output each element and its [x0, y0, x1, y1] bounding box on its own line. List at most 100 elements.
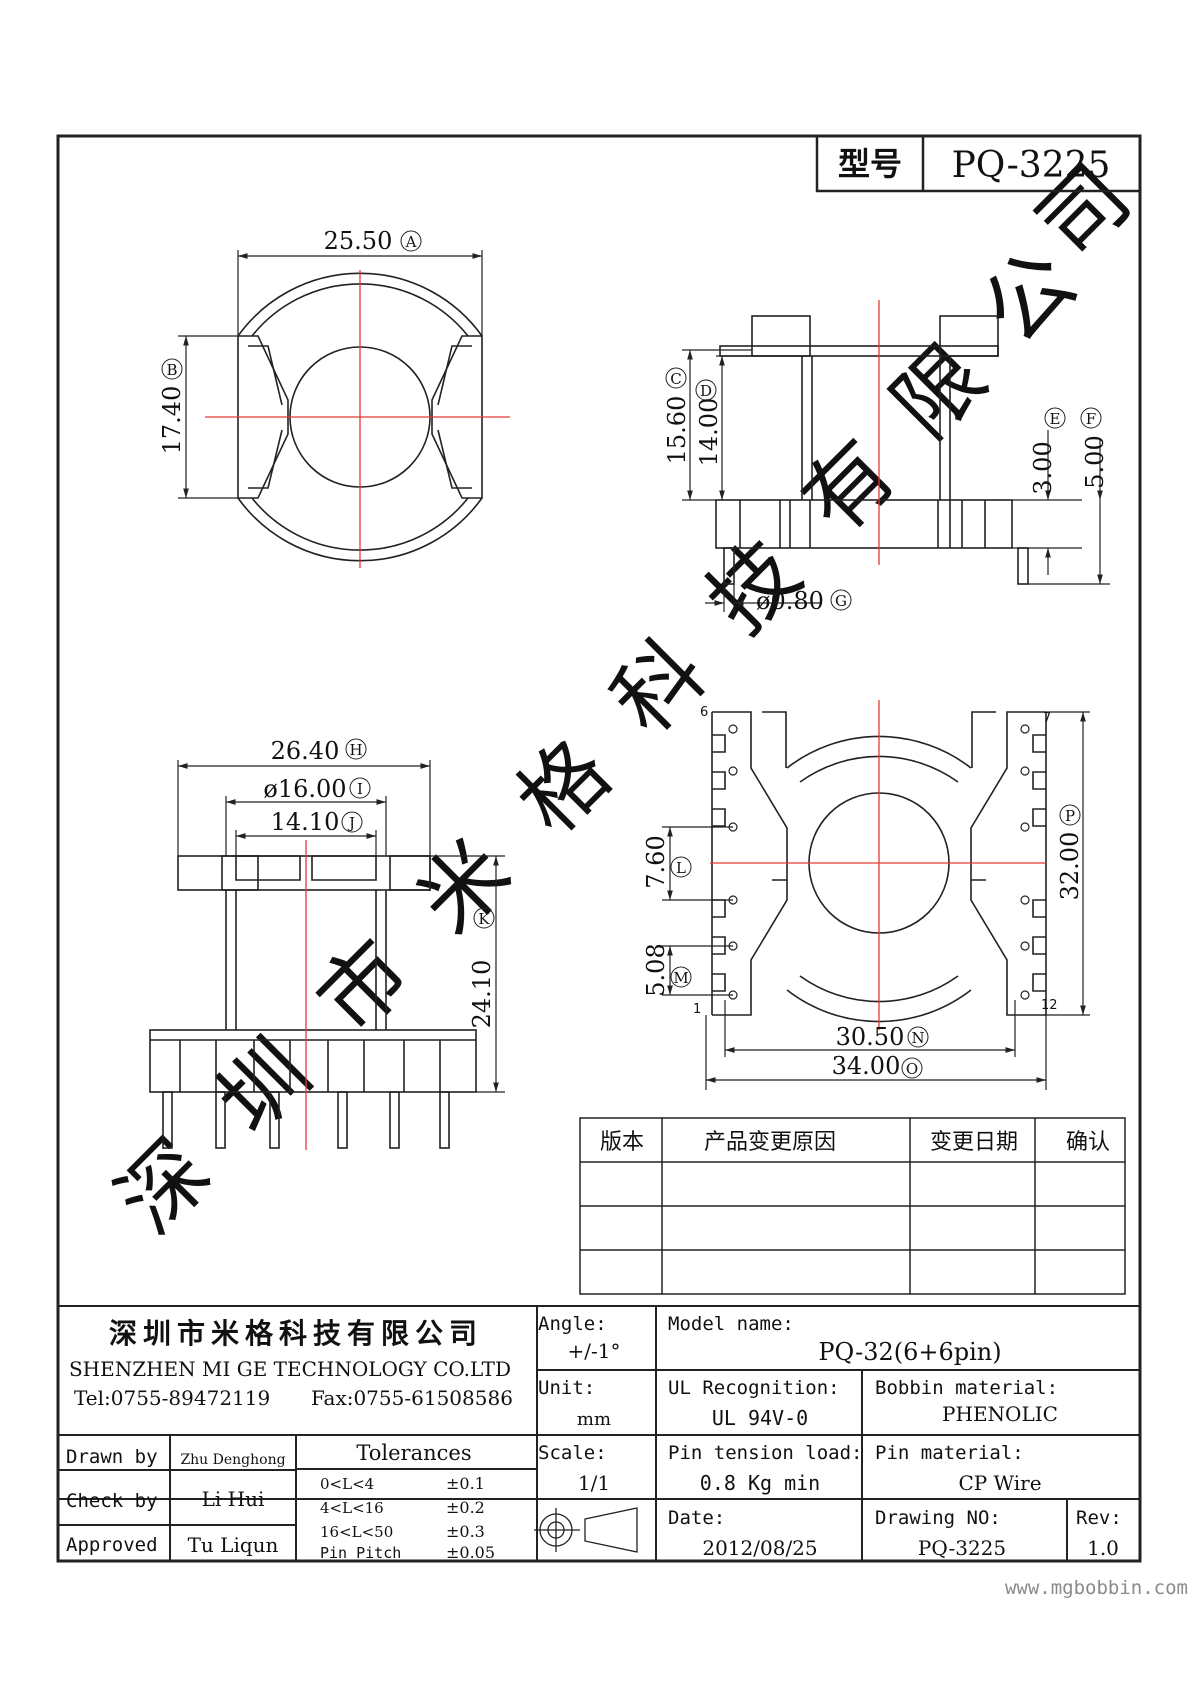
bobbin-material-label: Bobbin material:	[875, 1377, 1058, 1399]
model-name-value: PQ-32(6+6pin)	[818, 1338, 1001, 1366]
dim-N-value: 30.50	[836, 1023, 905, 1051]
watermark-char: 有	[784, 421, 916, 553]
view-front-top	[205, 270, 510, 568]
dim-B-label: B	[161, 358, 183, 380]
dim-M-label: M	[670, 966, 692, 988]
dimension-A	[237, 250, 483, 336]
dimension-K	[430, 855, 505, 1093]
svg-text:J: J	[347, 814, 355, 832]
approved-value: Tu Liqun	[188, 1533, 279, 1557]
svg-text:B: B	[166, 361, 177, 379]
revision-header-confirm: 确认	[1066, 1130, 1110, 1155]
tolerance-value: ±0.1	[446, 1474, 485, 1493]
dimension-N	[724, 1000, 1016, 1057]
revision-header-date: 变更日期	[930, 1130, 1018, 1155]
revision-header-reason: 产品变更原因	[704, 1130, 836, 1155]
pin-number-12: 12	[1041, 998, 1058, 1013]
dimension-J	[235, 830, 377, 856]
unit-label: Unit:	[538, 1377, 595, 1399]
angle-label: Angle:	[538, 1313, 607, 1335]
dim-F-value: 5.00	[1081, 435, 1109, 488]
svg-text:P: P	[1065, 807, 1075, 825]
svg-text:C: C	[670, 370, 681, 388]
svg-text:K: K	[478, 910, 490, 928]
dim-B-value: 17.40	[158, 386, 186, 455]
model-label: 型号	[838, 145, 902, 183]
pin-tension-value: 0.8 Kg min	[700, 1471, 820, 1495]
company-name-cn: 深圳市米格科技有限公司	[109, 1317, 483, 1350]
dimension-C	[682, 349, 752, 501]
ul-value: UL 94V-0	[712, 1406, 808, 1430]
dim-J-label: J	[341, 811, 363, 833]
svg-text:N: N	[911, 1029, 924, 1047]
watermark-char: 米	[399, 821, 531, 953]
model-name-label: Model name:	[668, 1313, 794, 1335]
svg-text:A: A	[405, 233, 417, 251]
tolerance-range: 16<L<50	[320, 1523, 393, 1541]
dim-D-value: 14.00	[695, 398, 723, 467]
watermark: 深 圳 市 米 格 科 技 有 限 公 司	[99, 146, 1151, 1253]
rev-label: Rev:	[1076, 1507, 1122, 1529]
watermark-char: 市	[299, 921, 431, 1053]
svg-text:H: H	[349, 741, 362, 759]
dimension-M	[662, 945, 733, 996]
watermark-char: 科	[594, 621, 726, 753]
company-fax: Fax:0755-61508586	[311, 1386, 513, 1410]
dim-I-label: I	[349, 777, 371, 799]
tolerance-value: ±0.2	[446, 1498, 485, 1517]
pin-number-1: 1	[693, 1002, 701, 1017]
svg-text:O: O	[906, 1060, 918, 1078]
dim-F-label: F	[1080, 407, 1102, 429]
dim-G-value: ø0.80	[756, 587, 824, 615]
dim-K-value: 24.10	[468, 960, 496, 1029]
svg-text:I: I	[357, 780, 363, 798]
dimension-D	[716, 355, 752, 500]
view-bottom	[710, 700, 1047, 1030]
company-name-en: SHENZHEN MI GE TECHNOLOGY CO.LTD	[69, 1357, 511, 1381]
tolerance-range: 4<L<16	[320, 1499, 384, 1517]
view-side-top	[715, 300, 1029, 585]
dim-G-label: G	[830, 589, 852, 611]
dim-P-value: 32.00	[1056, 832, 1084, 901]
ul-label: UL Recognition:	[668, 1377, 840, 1399]
watermark-char: 深	[99, 1121, 231, 1253]
dim-O-label: O	[901, 1057, 923, 1079]
view-side-bottom	[149, 840, 477, 1150]
tolerance-value: ±0.3	[446, 1522, 485, 1541]
angle-value: +/-1°	[568, 1339, 621, 1363]
revision-header-version: 版本	[600, 1130, 644, 1155]
website-url: www.mgbobbin.com	[1005, 1577, 1188, 1599]
svg-text:M: M	[673, 969, 688, 987]
drawn-by-label: Drawn by	[66, 1446, 158, 1468]
dimension-F	[1028, 440, 1110, 585]
pin-number-6: 6	[700, 705, 708, 720]
svg-text:G: G	[835, 592, 847, 610]
pin-material-value: CP Wire	[958, 1471, 1041, 1495]
date-value: 2012/08/25	[702, 1536, 817, 1560]
model-box: 型号 PQ-3225	[815, 134, 1142, 193]
dim-D-label: D	[695, 379, 717, 401]
tolerance-range: 0<L<4	[320, 1475, 374, 1493]
dim-H-value: 26.40	[271, 737, 340, 765]
dim-I-value: ø16.00	[263, 775, 346, 803]
drawing-no-label: Drawing NO:	[875, 1507, 1001, 1529]
dim-C-label: C	[665, 367, 687, 389]
dim-L-label: L	[670, 856, 692, 878]
dim-H-label: H	[345, 738, 367, 760]
company-tel: Tel:0755-89472119	[74, 1386, 270, 1410]
unit-value: mm	[577, 1409, 611, 1430]
drawn-by-value: Zhu Denghong	[180, 1452, 285, 1468]
dim-P-label: P	[1059, 804, 1081, 826]
svg-text:D: D	[700, 382, 712, 400]
dim-O-value: 34.00	[832, 1052, 901, 1080]
svg-text:F: F	[1086, 410, 1096, 428]
check-by-label: Check by	[66, 1490, 158, 1512]
dimension-B	[178, 335, 238, 499]
dim-K-label: K	[473, 907, 495, 929]
dimension-I	[225, 796, 387, 856]
dim-A-label: A	[400, 230, 422, 252]
rev-value: 1.0	[1087, 1536, 1119, 1560]
dim-E-label: E	[1044, 407, 1066, 429]
pin-tension-label: Pin tension load:	[668, 1442, 862, 1464]
